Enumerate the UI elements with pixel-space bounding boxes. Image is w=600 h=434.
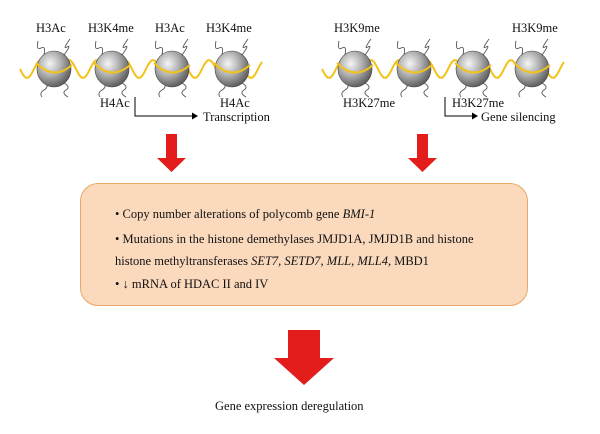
histone-tail	[36, 40, 46, 56]
histone-mark-label: H3K4me	[88, 21, 134, 35]
histone-tail	[396, 40, 406, 56]
main-down-arrow	[274, 330, 334, 385]
histone-tail	[364, 82, 370, 98]
histone-mark-label: H3K9me	[334, 21, 380, 35]
nucleosome	[455, 50, 491, 88]
dna-wrap	[153, 62, 191, 74]
histone-mark-label: H4Ac	[220, 96, 250, 110]
nucleosome	[396, 50, 432, 88]
histone-tail	[94, 40, 104, 56]
histone-tail	[364, 38, 372, 56]
bullet-marker: •	[115, 207, 123, 221]
histone-tail	[541, 38, 549, 56]
transcription-label: Transcription	[203, 110, 270, 124]
histone-tail	[541, 82, 547, 98]
left-nucleosome-array	[19, 38, 263, 98]
histone-tail	[121, 38, 129, 56]
dna-wrap	[336, 62, 374, 74]
gene-name: SET7	[251, 254, 279, 268]
right-nucleosome-array	[321, 38, 565, 98]
histone-mark-label: H3Ac	[155, 21, 185, 35]
histone-mark-label: H3K27me	[343, 96, 396, 110]
histone-tail	[455, 40, 465, 56]
histone-tail	[214, 40, 224, 56]
dna-wrap	[454, 62, 492, 74]
bullet-item-methyltransferases: histone methyltransferases SET7, SETD7, …	[115, 254, 429, 268]
bullet-item-bmi1: • Copy number alterations of polycomb ge…	[115, 207, 376, 221]
nucleosome	[36, 50, 72, 88]
nucleosome	[214, 50, 250, 88]
nucleosome	[514, 50, 550, 88]
gene-name: SETD7	[284, 254, 321, 268]
epigenetic-alterations-box: • Copy number alterations of polycomb ge…	[80, 183, 528, 306]
bullet-marker: •	[115, 232, 123, 246]
histone-tail	[514, 40, 524, 56]
histone-tail	[181, 82, 187, 98]
gene-name: MLL4	[357, 254, 388, 268]
histone-mark-label: H3K27me	[452, 96, 505, 110]
histone-tail	[241, 82, 247, 98]
histone-mark-label: H4Ac	[100, 96, 130, 110]
histone-tail	[482, 82, 488, 98]
bullet-item-hdac: • ↓ mRNA of HDAC II and IV	[115, 277, 269, 291]
gene-name: MLL	[326, 254, 352, 268]
histone-mark-label: H3K9me	[512, 21, 558, 35]
gene-silencing-arrow	[444, 97, 478, 120]
histone-tail	[181, 38, 189, 56]
histone-tail	[423, 82, 429, 98]
nucleosome	[154, 50, 190, 88]
bullet-item-demethylases: • Mutations in the histone demethylases …	[115, 232, 474, 246]
histone-tail	[241, 38, 249, 56]
histone-tail	[154, 40, 164, 56]
left-down-arrow	[157, 134, 186, 172]
histone-mark-label: H3Ac	[36, 21, 66, 35]
outcome-label: Gene expression deregulation	[215, 399, 364, 413]
dna-wrap	[93, 62, 131, 74]
histone-tail	[337, 40, 347, 56]
dna-wrap	[213, 62, 251, 74]
right-down-arrow	[408, 134, 437, 172]
nucleosome	[337, 50, 373, 88]
histone-tail	[482, 38, 490, 56]
histone-tail	[423, 38, 431, 56]
histone-tail	[63, 38, 71, 56]
bullet-marker: •	[115, 277, 123, 291]
gene-silencing-label: Gene silencing	[481, 110, 556, 124]
transcription-arrow	[134, 97, 198, 120]
gene-name: BMI-1	[342, 207, 376, 221]
nucleosome	[94, 50, 130, 88]
histone-tail	[121, 82, 127, 98]
dna-wrap	[513, 62, 551, 74]
histone-mark-label: H3K4me	[206, 21, 252, 35]
dna-wrap	[395, 62, 433, 74]
histone-tail	[63, 82, 69, 98]
dna-wrap	[35, 62, 73, 74]
